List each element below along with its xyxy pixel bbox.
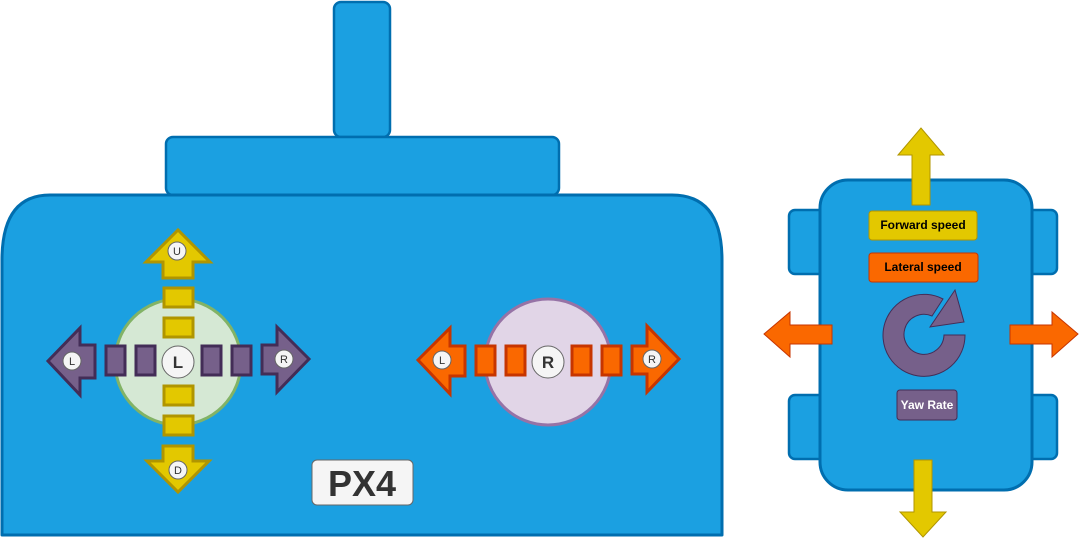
left-stick-right-label: R xyxy=(280,354,288,366)
right-stick[interactable]: R L R xyxy=(415,297,682,427)
left-stick-right-segment xyxy=(230,344,253,377)
left-stick-right-segment xyxy=(200,344,223,377)
left-stick-left-badge xyxy=(62,351,82,371)
left-stick-label: L xyxy=(173,353,183,372)
right-stick-right-segment xyxy=(600,344,623,377)
forward-arrow-icon xyxy=(896,127,946,206)
left-stick-down-badge xyxy=(168,460,188,480)
controller-top-bar xyxy=(164,135,561,197)
lateral-speed-badge xyxy=(868,252,979,283)
left-stick-up-segment xyxy=(162,316,195,339)
yaw-rotation-arrowhead-icon xyxy=(928,288,965,328)
right-stick-right-badge xyxy=(642,349,662,369)
left-stick-right-badge xyxy=(274,349,294,369)
forward-speed-badge xyxy=(868,210,978,241)
left-stick-up-segment xyxy=(162,286,195,309)
left-stick-left-label: L xyxy=(69,356,75,368)
left-stick-up-label: U xyxy=(173,246,181,258)
right-stick-right-label: R xyxy=(648,354,656,366)
right-stick-left-segment xyxy=(474,344,497,377)
vehicle: Forward speed Lateral speed Yaw Rate xyxy=(763,127,1079,538)
right-stick-right-segment xyxy=(570,344,593,377)
right-stick-knob[interactable] xyxy=(531,345,565,379)
left-stick-left-segment xyxy=(134,344,157,377)
right-stick-left-segment xyxy=(504,344,527,377)
brand-label: PX4 xyxy=(328,463,396,504)
left-stick-up-badge xyxy=(167,241,187,261)
left-stick-knob[interactable] xyxy=(161,345,195,379)
right-stick-left-label: L xyxy=(439,355,445,367)
controller-antenna xyxy=(332,0,392,139)
brand-badge xyxy=(311,459,414,506)
right-stick-left-badge xyxy=(432,350,452,370)
lateral-speed-label: Lateral speed xyxy=(884,260,961,274)
left-stick-down-label: D xyxy=(174,465,182,477)
yaw-rotation-icon xyxy=(882,293,966,377)
yaw-rate-label: Yaw Rate xyxy=(901,398,954,412)
forward-speed-label: Forward speed xyxy=(880,218,965,232)
left-stick-down-segment xyxy=(162,384,195,407)
left-stick-down-segment xyxy=(162,414,195,437)
right-stick-label: R xyxy=(542,353,554,372)
lateral-left-arrow-icon xyxy=(763,310,833,359)
lateral-right-arrow-icon xyxy=(1009,310,1079,359)
backward-arrow-icon xyxy=(898,459,948,538)
left-stick-left-segment xyxy=(104,344,127,377)
yaw-rate-badge xyxy=(896,389,958,421)
left-stick[interactable]: L U D L R xyxy=(45,227,312,495)
